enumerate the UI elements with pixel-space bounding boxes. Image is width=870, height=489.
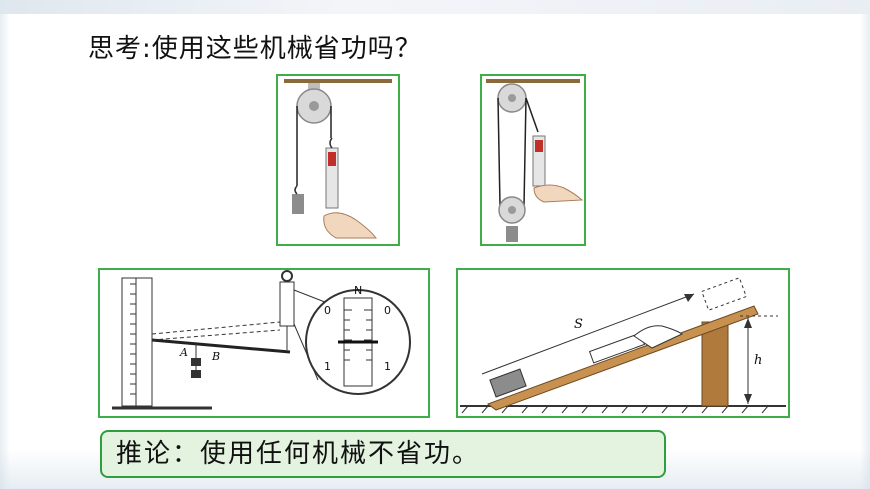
point-a-label: A	[179, 346, 188, 359]
movable-pulley-figure	[480, 74, 586, 246]
movable-pulley-drawing	[486, 79, 584, 242]
inclined-plane-drawing: S h	[460, 277, 786, 414]
scale-one-right: 1	[384, 360, 391, 373]
left-edge-decoration	[0, 14, 10, 489]
height-label: h	[754, 353, 762, 368]
scale-zero-left: 0	[324, 304, 331, 317]
scale-unit-label: N	[354, 284, 362, 297]
header-strip	[0, 0, 870, 14]
fixed-pulley-drawing	[284, 79, 392, 239]
distance-label: S	[574, 317, 583, 332]
scale-zero-right: 0	[384, 304, 391, 317]
lever-figure: A B N 0 0 1 1	[98, 268, 430, 418]
conclusion-box: 推论：使用任何机械不省功。	[100, 430, 666, 478]
fixed-pulley-figure	[276, 74, 400, 246]
lever-drawing: A B N 0 0 1 1	[112, 270, 411, 410]
slide-title: 思考:使用这些机械省功吗？	[88, 34, 422, 64]
right-edge-decoration	[860, 14, 870, 489]
scale-one-left: 1	[324, 360, 331, 373]
point-b-label: B	[211, 350, 220, 363]
inclined-plane-figure: S h	[456, 268, 790, 418]
